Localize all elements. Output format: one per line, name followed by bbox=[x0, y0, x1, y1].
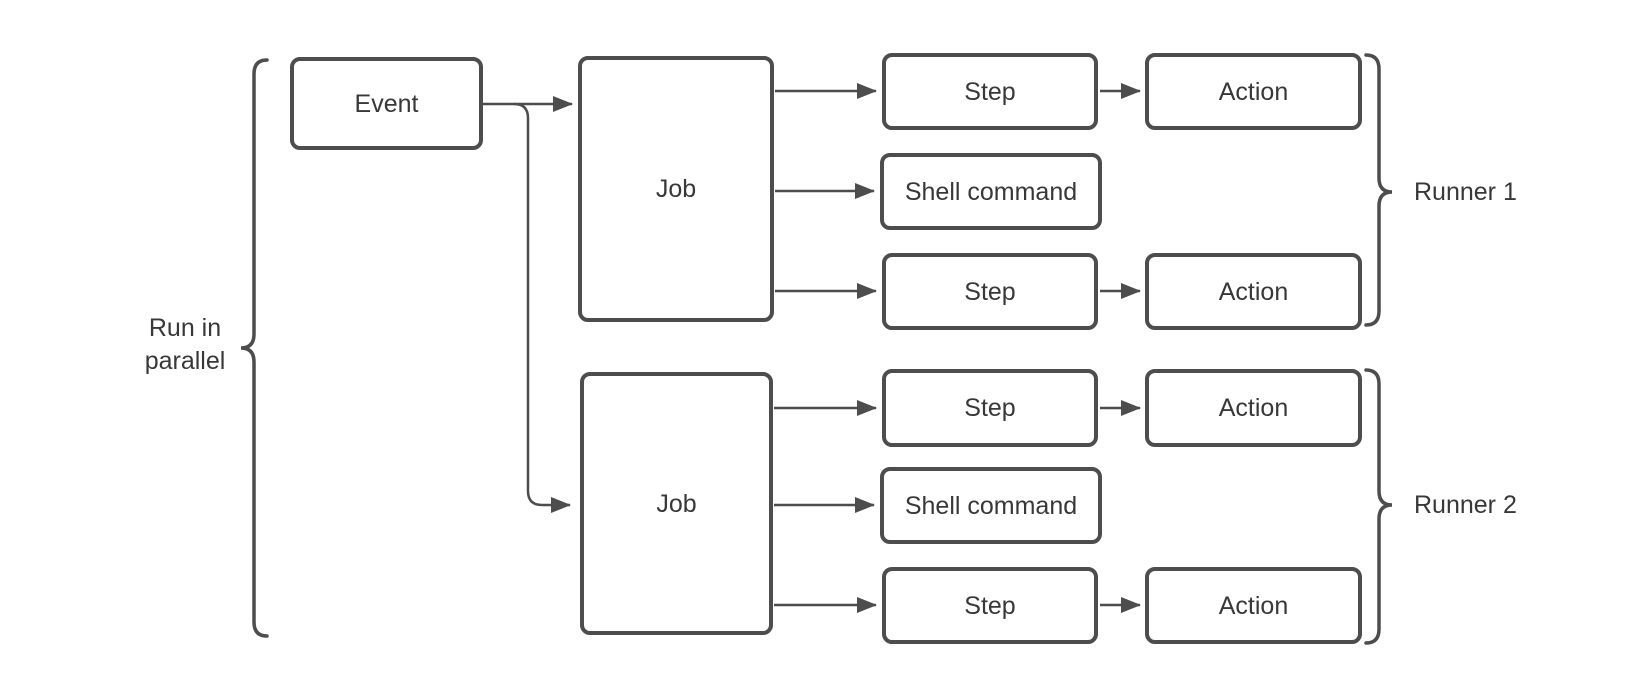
shell-command1-node: Shell command bbox=[880, 153, 1102, 230]
job2-node: Job bbox=[580, 372, 773, 635]
action2-node: Action bbox=[1145, 253, 1362, 330]
step1-node: Step bbox=[882, 53, 1098, 130]
step2-node: Step bbox=[882, 253, 1098, 330]
step3-node: Step bbox=[882, 369, 1098, 447]
runner2-label: Runner 2 bbox=[1414, 491, 1517, 519]
runner1-brace bbox=[1364, 53, 1393, 327]
step4-node: Step bbox=[882, 567, 1098, 644]
left-brace bbox=[240, 58, 269, 638]
connector-event-to-job2 bbox=[513, 102, 571, 513]
action1-node: Action bbox=[1145, 53, 1362, 130]
shell-command2-node: Shell command bbox=[880, 467, 1102, 544]
action4-node: Action bbox=[1145, 567, 1362, 644]
job1-node: Job bbox=[578, 56, 774, 322]
action3-node: Action bbox=[1145, 369, 1362, 447]
runner2-brace bbox=[1364, 368, 1393, 645]
event-node: Event bbox=[290, 57, 483, 150]
run-in-parallel-label: Run in parallel bbox=[144, 314, 226, 375]
runner1-label: Runner 1 bbox=[1414, 178, 1517, 206]
